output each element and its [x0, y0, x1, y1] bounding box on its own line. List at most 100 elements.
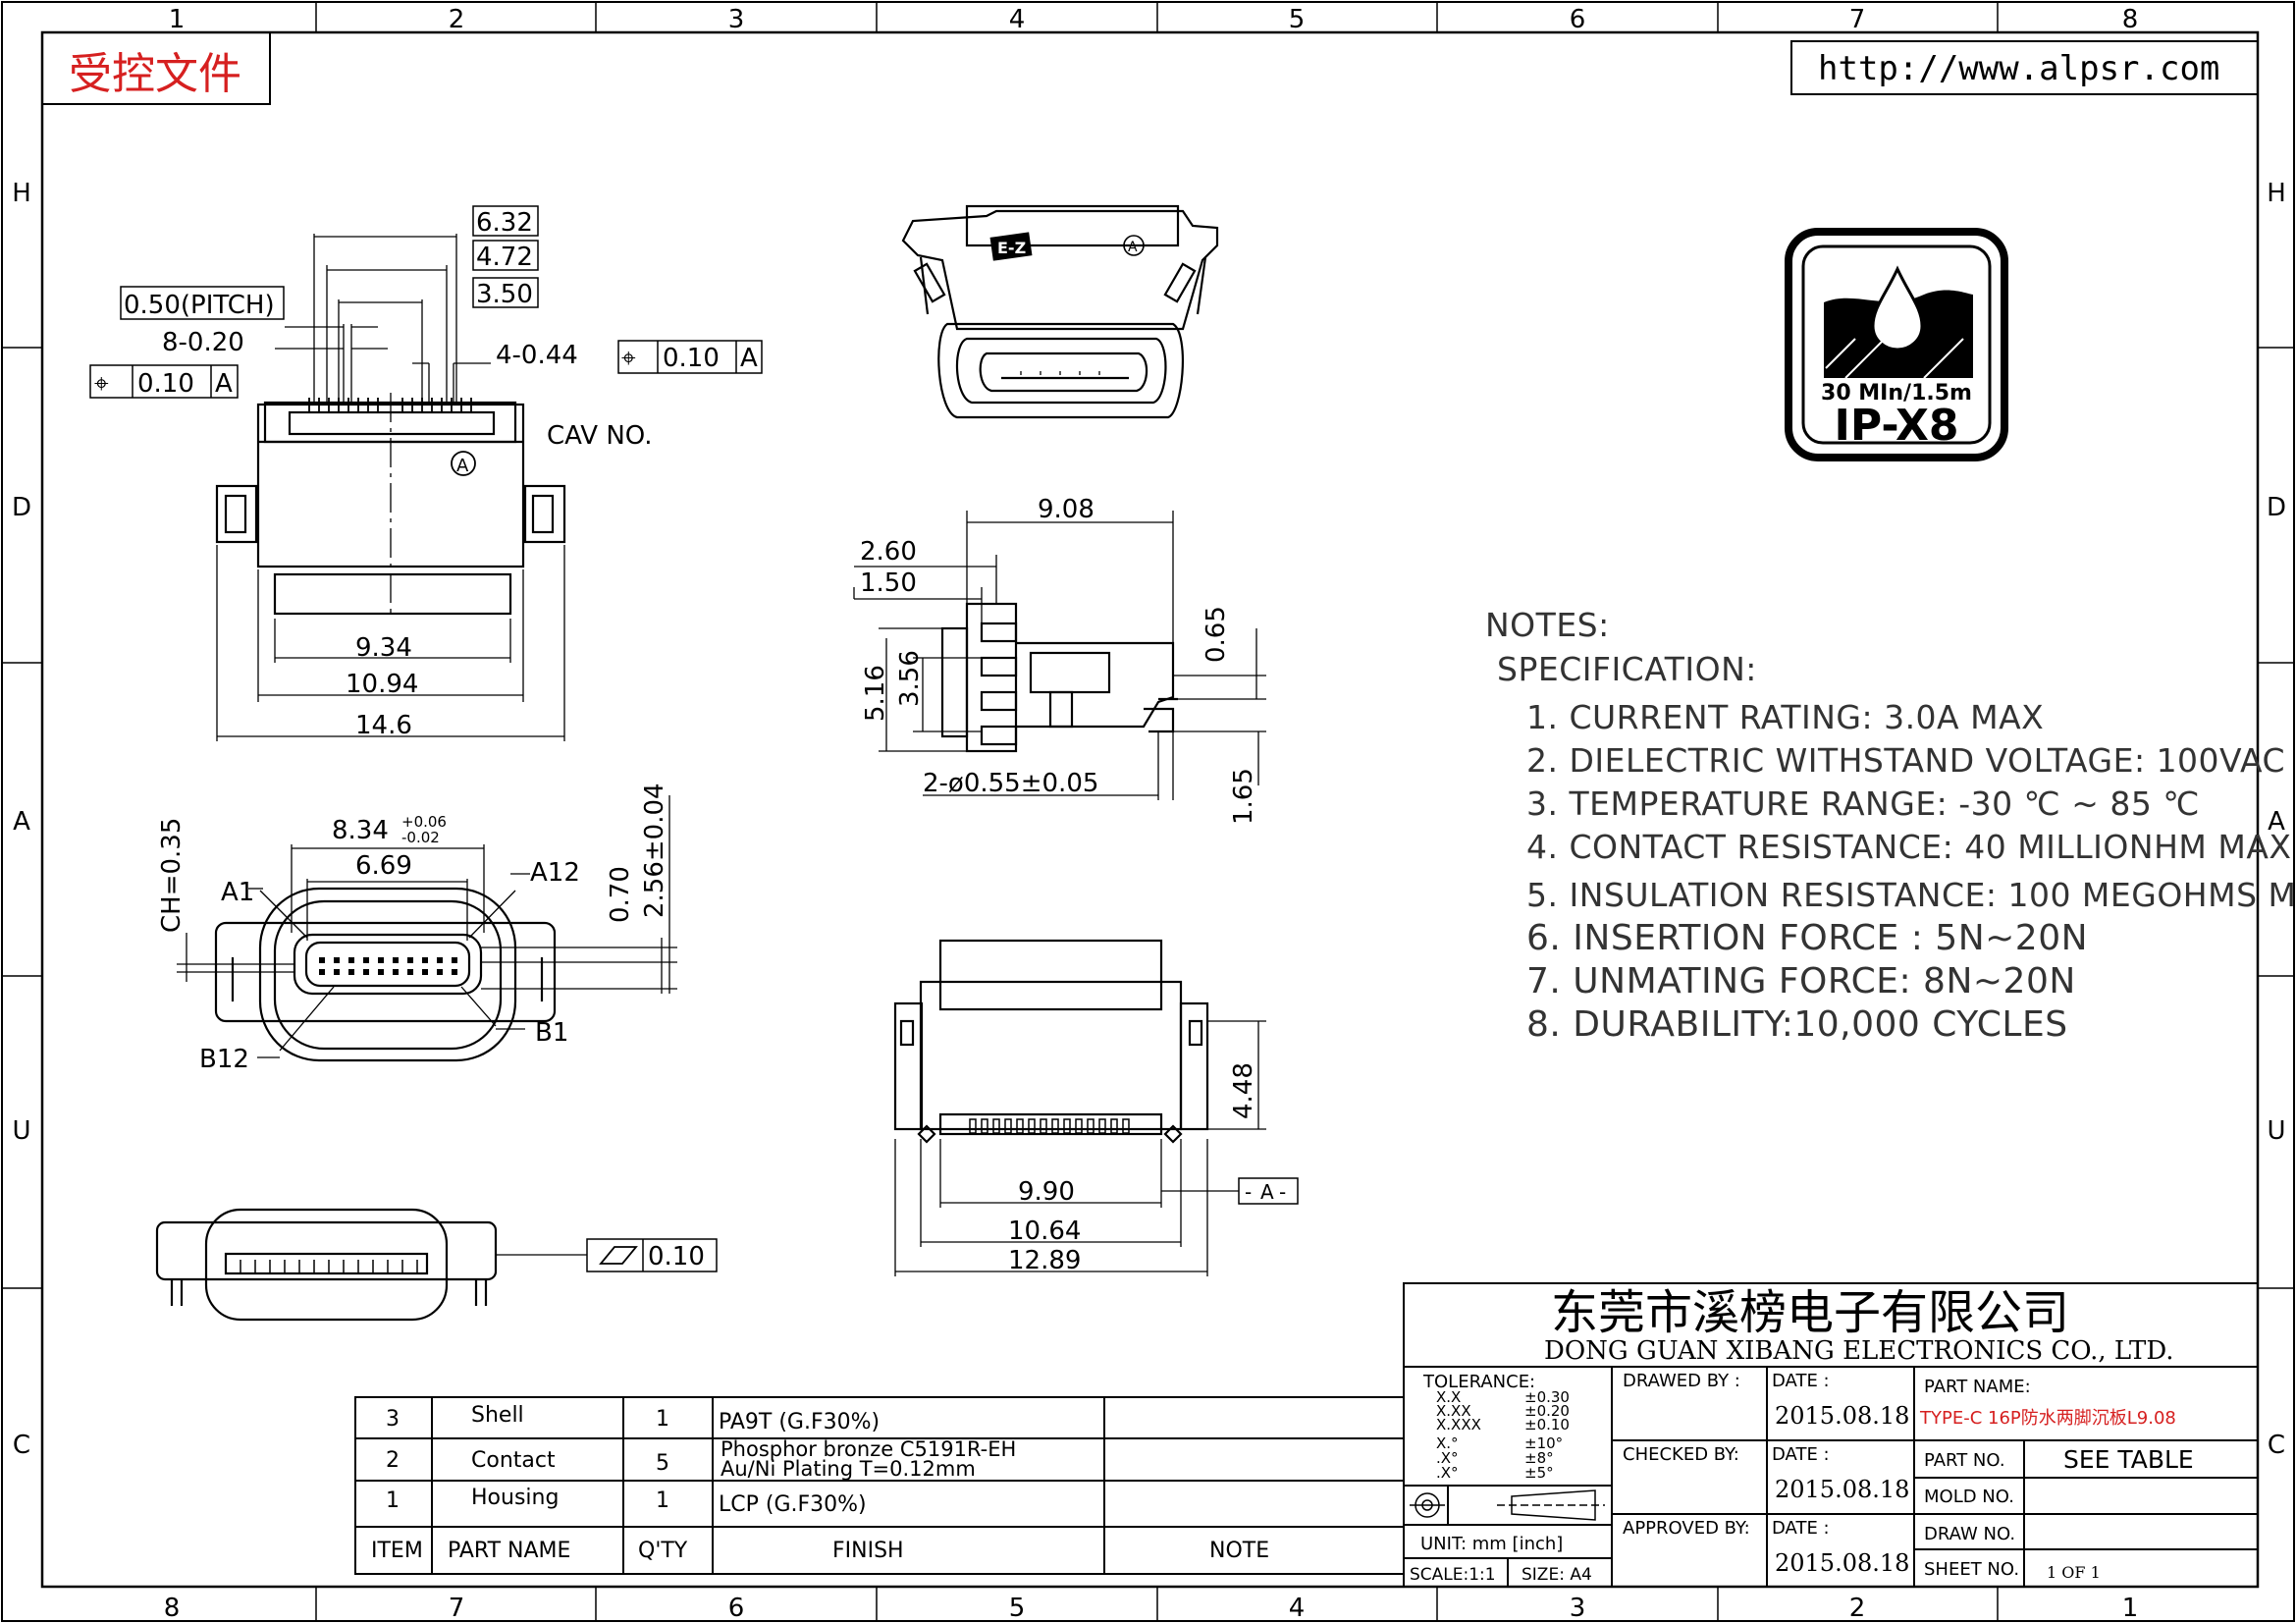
part-name-label: PART NAME: [1924, 1377, 2031, 1397]
dim-chamfer: CH=0.35 [157, 818, 187, 933]
col-label: 8 [2122, 5, 2139, 34]
dim-pins: 8-0.20 [162, 328, 244, 357]
svg-text:H: H [12, 179, 31, 208]
svg-text:Phosphor bronze C5191R-EH: Phosphor bronze C5191R-EH [721, 1437, 1016, 1461]
col-label: 6 [1570, 5, 1586, 34]
svg-text:A: A [215, 369, 233, 399]
draw-no-label: DRAW NO. [1924, 1524, 2015, 1544]
svg-text:+0.06: +0.06 [401, 813, 447, 831]
col-label: 3 [1570, 1594, 1586, 1623]
mold-no-label: MOLD NO. [1924, 1487, 2014, 1507]
position-tolerance-left: ⌖ 0.10 A [89, 364, 239, 399]
svg-text:A: A [2268, 807, 2285, 837]
svg-text:X.X: X.X [1436, 1388, 1461, 1406]
col-label: 6 [728, 1594, 745, 1623]
datum-a: A [1260, 1180, 1274, 1204]
svg-text:±10°: ±10° [1524, 1434, 1563, 1452]
col-label: 7 [1849, 5, 1866, 34]
date-label: DATE : [1772, 1518, 1830, 1539]
svg-text:NOTE: NOTE [1209, 1539, 1269, 1563]
pin-label-a12: A12 [530, 858, 580, 888]
svg-text:±5°: ±5° [1524, 1464, 1554, 1482]
dim-8.34: 8.34 [332, 816, 389, 845]
scale-label: SCALE:1:1 [1410, 1565, 1496, 1585]
bottom-view-dims: 4.48 9.90 10.64 12.89 - A - [1008, 1062, 1299, 1275]
sheet-no-label: SHEET NO. [1924, 1559, 2019, 1580]
approved-date: 2015.08.18 [1775, 1549, 1909, 1577]
col-label: 1 [169, 5, 186, 34]
website-box [1790, 40, 2259, 95]
column-labels: 1 2 3 4 5 6 7 8 8 7 6 5 4 3 2 1 [164, 5, 2139, 1623]
svg-text:-0.02: -0.02 [401, 829, 440, 846]
dim-9.08: 9.08 [1038, 495, 1095, 524]
svg-text:X.XX: X.XX [1436, 1402, 1471, 1420]
col-label: 2 [1849, 1594, 1866, 1623]
col-label: 4 [1289, 1594, 1306, 1623]
badge-depth: 30 MIn/1.5m [1821, 381, 1972, 406]
row-labels: H D A U C H D A U C [12, 179, 2286, 1460]
svg-text:LCP (G.F30%): LCP (G.F30%) [719, 1492, 867, 1517]
controlled-doc-stamp: 受控文件 [69, 49, 241, 99]
sheet-value: 1 OF 1 [2047, 1563, 2101, 1582]
bottom-view [893, 939, 1266, 1276]
dim-2.56: 2.56±0.04 [640, 783, 669, 918]
inner-border [40, 30, 2260, 1589]
dim-6.69: 6.69 [355, 851, 412, 881]
position-tolerance-icon: ⌖ [621, 344, 636, 373]
svg-text:1: 1 [656, 1407, 669, 1432]
dim-3.56: 3.56 [895, 650, 925, 707]
dim-5.16: 5.16 [861, 665, 890, 722]
dim-10.94: 10.94 [346, 670, 418, 699]
pin-label-a1: A1 [221, 878, 254, 907]
bom-table: 3 Shell 1 PA9T (G.F30%) 2 Contact 5 Phos… [371, 1403, 1269, 1563]
svg-text:PA9T (G.F30%): PA9T (G.F30%) [719, 1410, 880, 1434]
col-label: 5 [1009, 1594, 1026, 1623]
col-label: 8 [164, 1594, 181, 1623]
iso-cav-mark: A [1128, 240, 1138, 255]
approved-by-label: APPROVED BY: [1623, 1518, 1750, 1539]
cav-label: CAV NO. [547, 421, 652, 451]
bom-table-grid [354, 1396, 1405, 1575]
datum-a-label: - [1245, 1180, 1252, 1204]
table-row: 2 Contact 5 Phosphor bronze C5191R-EH Au… [386, 1437, 1016, 1481]
svg-text:Housing: Housing [471, 1486, 559, 1510]
position-tolerance-right: ⌖ 0.10 A [617, 340, 763, 374]
col-label: 2 [449, 5, 465, 34]
part-no-value: SEE TABLE [2063, 1445, 2194, 1474]
projection-symbol-icon [1410, 1489, 1605, 1521]
dim-pitch: 0.50(PITCH) [124, 291, 275, 320]
size-label: SIZE: A4 [1522, 1565, 1592, 1585]
checked-date: 2015.08.18 [1775, 1476, 1909, 1503]
ez-mark: E-Z [997, 239, 1026, 257]
svg-text:X.XXX: X.XXX [1436, 1416, 1481, 1434]
flatness-callout: 0.10 [586, 1238, 718, 1272]
note-item: 5. INSULATION RESISTANCE: 100 MEGOHMS MI… [1526, 876, 2296, 914]
note-item: 6. INSERTION FORCE : 5N~20N [1526, 918, 2088, 958]
svg-text:C: C [2268, 1431, 2285, 1460]
note-item: 4. CONTACT RESISTANCE: 40 MILLIONHM MAX [1526, 828, 2292, 866]
table-row: 1 Housing 1 LCP (G.F30%) [386, 1486, 867, 1517]
dim-14.6: 14.6 [355, 711, 412, 740]
pin-label-b1: B1 [535, 1018, 568, 1048]
dim-9.90: 9.90 [1018, 1177, 1075, 1207]
drawn-date: 2015.08.18 [1775, 1402, 1909, 1430]
notes-block: NOTES: SPECIFICATION: 1. CURRENT RATING:… [1485, 606, 2296, 1045]
part-no-label: PART NO. [1924, 1450, 2005, 1471]
front-view [177, 795, 677, 1062]
date-label: DATE : [1772, 1371, 1830, 1391]
drawn-by-label: DRAWED BY : [1623, 1371, 1740, 1391]
front-view-dims: 8.34 +0.06 -0.02 6.69 CH=0.35 0.70 2.56±… [157, 783, 669, 1074]
dim-0.65: 0.65 [1201, 606, 1231, 663]
title-block: 东莞市溪榜电子有限公司 DONG GUAN XIBANG ELECTRONICS… [1410, 1285, 2194, 1585]
table-header: ITEM PART NAME Q'TY FINISH NOTE [371, 1539, 1269, 1563]
svg-text:ITEM: ITEM [371, 1539, 423, 1563]
svg-text:FINISH: FINISH [832, 1539, 904, 1563]
svg-text:-: - [1279, 1180, 1286, 1204]
dim-holes: 2-ø0.55±0.05 [923, 769, 1098, 798]
dim-2.60: 2.60 [860, 537, 917, 567]
svg-text:PART NAME: PART NAME [448, 1539, 570, 1563]
svg-text:Shell: Shell [471, 1403, 524, 1428]
notes-heading: NOTES: [1485, 606, 1610, 644]
website-url: http://www.alpsr.com [1818, 49, 2219, 88]
